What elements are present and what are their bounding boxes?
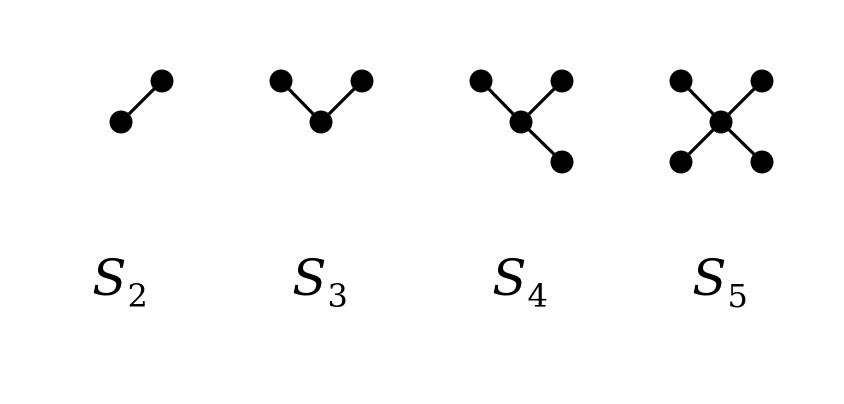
label-base: S [292,249,327,307]
center-vertex [309,110,333,134]
vertex [550,69,574,93]
label-subscript: 2 [127,277,148,315]
label-s5: S5 [670,248,770,315]
vertex [750,150,774,174]
star-graph-s4 [469,69,574,174]
label-base: S [492,249,527,307]
label-base: S [692,249,727,307]
label-s4: S4 [470,248,570,315]
vertex [150,69,174,93]
vertex [469,69,493,93]
label-s3: S3 [270,248,370,315]
label-subscript: 5 [727,277,748,315]
center-vertex [509,110,533,134]
vertex [669,69,693,93]
vertex [550,150,574,174]
label-subscript: 4 [527,277,548,315]
label-s2: S2 [70,248,170,315]
vertex [350,69,374,93]
vertex [669,150,693,174]
star-graph-s5 [669,69,774,174]
center-vertex [709,110,733,134]
label-subscript: 3 [327,277,348,315]
star-graph-s3 [269,69,374,134]
label-base: S [92,249,127,307]
vertex [269,69,293,93]
vertex [109,110,133,134]
vertex [750,69,774,93]
star-graph-s2 [109,69,174,134]
